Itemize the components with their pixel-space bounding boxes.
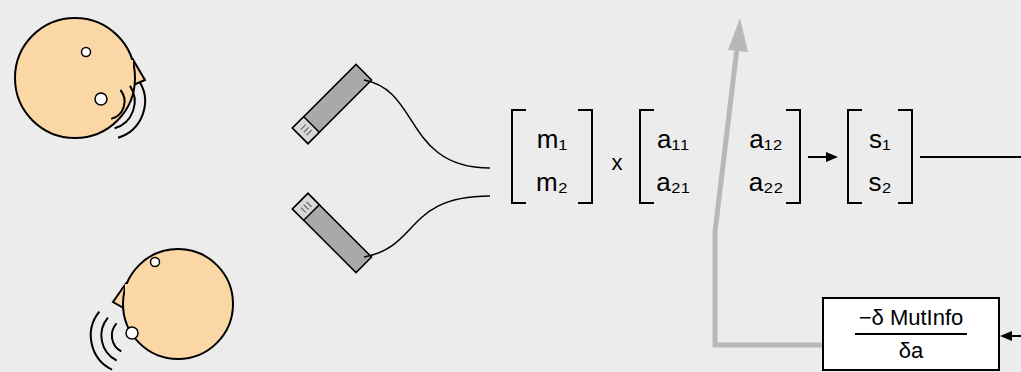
- sound-waves: [91, 312, 121, 370]
- signal-line: [920, 156, 1021, 158]
- matrix-entry: m₁: [537, 126, 567, 152]
- matrix-entry: a₂₂: [749, 169, 784, 195]
- microphone-wire: [364, 80, 490, 257]
- matrix-entry: a₁₂: [749, 126, 782, 152]
- matrix-bracket: [512, 110, 912, 203]
- gradient-box: −δ MutInfoδa: [822, 297, 1000, 371]
- microphone: [292, 193, 371, 272]
- matrix-entry: m₂: [536, 169, 568, 195]
- arrowhead: [1000, 331, 1012, 341]
- fraction-denominator: δa: [899, 335, 923, 363]
- matrix-entry: s₂: [868, 169, 891, 195]
- feedback-arrow: [715, 48, 822, 345]
- matrix-entry: s₁: [869, 126, 891, 152]
- arrow: [808, 152, 838, 162]
- sound-waves: [111, 82, 145, 138]
- feedback-arrowhead: [728, 18, 748, 52]
- microphone: [292, 64, 371, 143]
- speaker-face: [15, 18, 145, 138]
- multiply-sign: x: [612, 152, 623, 174]
- fraction-numerator: −δ MutInfo: [855, 305, 968, 335]
- matrix-entry: a₁₁: [657, 126, 689, 152]
- matrix-entry: a₂₁: [656, 169, 689, 195]
- speaker-face: [113, 249, 233, 359]
